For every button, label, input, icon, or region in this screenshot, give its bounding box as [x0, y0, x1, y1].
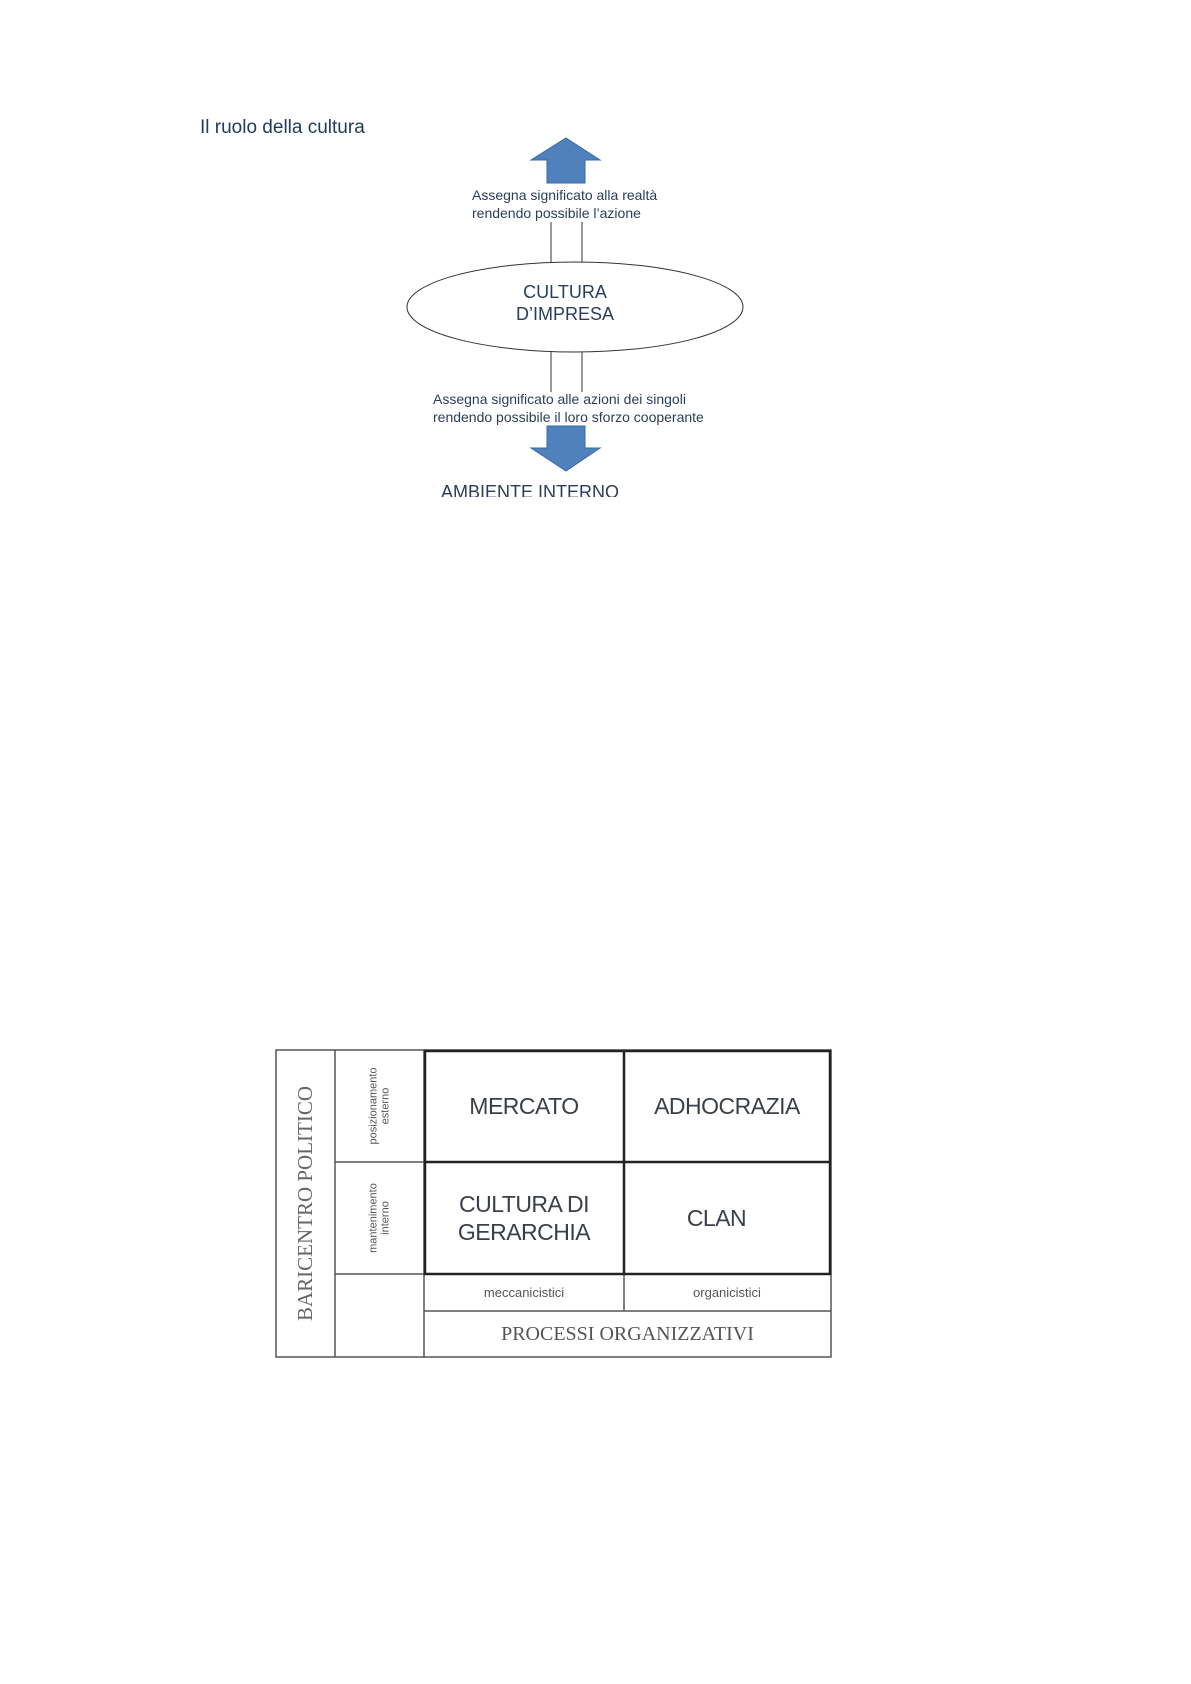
bottom-note-line: Assegna significato alle azioni dei sing… [433, 391, 686, 407]
processes-label: PROCESSI ORGANIZZATIVI [501, 1322, 754, 1345]
side-label: BARICENTRO POLITICO [293, 1085, 317, 1322]
row-label: posizionamento esterno [367, 1067, 392, 1145]
cell-gerarchia: CULTURA DI GERARCHIA [457, 1191, 591, 1245]
ellipse-label-line: D’IMPRESA [515, 304, 614, 324]
bottom-note-line: rendendo possibile il loro sforzo cooper… [433, 409, 704, 425]
row-label: mantenimento interno [367, 1183, 392, 1253]
culture-diagram [406, 137, 744, 472]
row-label-cell: mantenimento interno [335, 1162, 424, 1274]
side-label-cell: BARICENTRO POLITICO [276, 1050, 335, 1357]
bottom-label-clip: AMBIENTE INTERNO [420, 480, 720, 497]
bottom-note: Assegna significato alle azioni dei sing… [433, 390, 704, 426]
bottom-label: AMBIENTE INTERNO [441, 482, 620, 497]
top-note-line: Assegna significato alla realtà [472, 187, 658, 203]
top-note-line: rendendo possibile l’azione [472, 205, 641, 221]
culture-table-grid [275, 1049, 832, 1358]
top-note: Assegna significato alla realtà rendendo… [472, 186, 657, 222]
arrow-down-icon [529, 425, 602, 472]
ellipse-label: CULTURA D’IMPRESA [475, 281, 655, 325]
culture-ellipse [406, 261, 744, 353]
cell-mercato: MERCATO [469, 1092, 579, 1119]
cell-clan: CLAN [686, 1204, 747, 1231]
section-title: Il ruolo della cultura [200, 117, 365, 138]
col-label: meccanicistici [483, 1285, 565, 1300]
arrow-up-icon [529, 137, 602, 184]
ellipse-label-line: CULTURA [523, 282, 607, 302]
row-label-cell: posizionamento esterno [335, 1050, 424, 1162]
col-label: organicistici [693, 1285, 761, 1300]
cell-adhocrazia: ADHOCRAZIA [654, 1092, 800, 1119]
